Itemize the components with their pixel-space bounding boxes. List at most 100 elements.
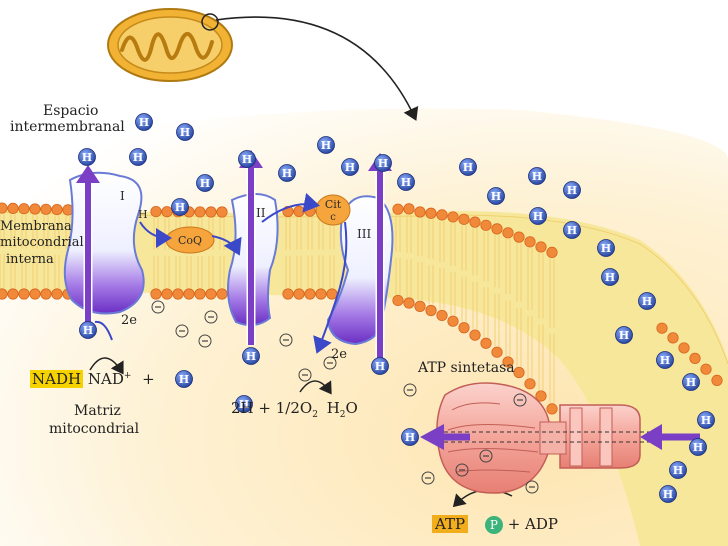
phospholipid-head bbox=[40, 203, 52, 215]
phospholipid-head bbox=[282, 288, 294, 300]
proton-h-label: H bbox=[378, 157, 388, 170]
phospholipid-head bbox=[304, 205, 316, 217]
phospholipid-head bbox=[194, 288, 206, 300]
two-e-label-1: 2e bbox=[121, 313, 137, 328]
plus-adp-label: + ADP bbox=[507, 515, 558, 533]
phospholipid-head bbox=[183, 288, 195, 300]
phospholipid-head bbox=[205, 288, 217, 300]
phospholipid-head bbox=[546, 403, 558, 415]
phospholipid-head bbox=[326, 288, 338, 300]
negative-charge-icon bbox=[479, 449, 493, 463]
proton-h-icon: H bbox=[563, 181, 581, 199]
proton-h-label: H bbox=[179, 373, 189, 386]
phospholipid-head bbox=[447, 211, 459, 223]
phospholipid-head bbox=[0, 202, 8, 214]
plus-h-label: + bbox=[142, 370, 155, 388]
phospholipid-head bbox=[304, 288, 316, 300]
phospholipid-head bbox=[51, 203, 63, 216]
nadh-label: NADH bbox=[30, 370, 84, 388]
nadh-reaction: NADH NAD+ + bbox=[30, 370, 155, 388]
proton-h-label: H bbox=[239, 398, 249, 411]
proton-h-label: H bbox=[567, 224, 577, 237]
proton-h-icon: H bbox=[656, 351, 674, 369]
phospholipid-head bbox=[150, 288, 162, 300]
phospholipid-head bbox=[480, 337, 492, 349]
phospholipid-head bbox=[29, 288, 41, 300]
h2o-subscript: 2 bbox=[339, 410, 346, 420]
phospholipid-head bbox=[0, 288, 8, 300]
negative-charge-icon bbox=[455, 463, 469, 477]
proton-pump-arrows bbox=[76, 150, 392, 362]
proton-h-icon: H bbox=[238, 150, 256, 168]
proton-h-label: H bbox=[139, 116, 149, 129]
phospholipid-head bbox=[425, 207, 437, 219]
proton-h-icon: H bbox=[135, 113, 153, 131]
cit-label-1: Cit bbox=[325, 198, 342, 211]
phospholipid-head bbox=[414, 206, 426, 218]
proton-h-label: H bbox=[180, 126, 190, 139]
phospholipid-head bbox=[480, 219, 492, 231]
phospholipid-head bbox=[524, 236, 536, 248]
proton-h-label: H bbox=[642, 295, 652, 308]
proton-h-label: H bbox=[345, 161, 355, 174]
phospholipid-head bbox=[656, 322, 668, 334]
negative-charge-icon bbox=[279, 333, 293, 347]
proton-h-label: H bbox=[463, 161, 473, 174]
o2-subscript: 2 bbox=[312, 410, 318, 420]
phospholipid-head bbox=[29, 203, 41, 215]
phospholipid-head bbox=[678, 342, 690, 354]
phospholipid-head bbox=[436, 309, 448, 322]
proton-h-label: H bbox=[491, 190, 501, 203]
phospholipid-head bbox=[535, 390, 547, 402]
proton-h-icon: H bbox=[563, 221, 581, 239]
proton-h-label: H bbox=[242, 153, 252, 166]
proton-h-label: H bbox=[686, 376, 696, 389]
complex-ii-label: II bbox=[256, 206, 266, 220]
coenzyme-q: CoQ bbox=[165, 226, 215, 254]
membrana-label-2: mitocondrial bbox=[0, 235, 84, 250]
membrana-label-1: Membrana bbox=[0, 219, 72, 234]
phospholipid-head bbox=[392, 203, 404, 215]
proton-h-icon: H bbox=[528, 167, 546, 185]
phospholipid-head bbox=[150, 205, 162, 218]
proton-h-icon: H bbox=[669, 461, 687, 479]
proton-h-label: H bbox=[619, 329, 629, 342]
atp-synthase bbox=[420, 382, 700, 494]
membrana-label-3: interna bbox=[6, 252, 54, 267]
electron-flow bbox=[94, 192, 348, 354]
phospholipid-head bbox=[700, 363, 712, 375]
phospholipid-head bbox=[205, 206, 217, 218]
phospholipid-head bbox=[469, 216, 481, 228]
phospholipid-heads-bottom bbox=[0, 288, 558, 415]
proton-h-label: H bbox=[405, 431, 415, 444]
inner-membrane bbox=[0, 202, 728, 546]
two-h-label: 2H bbox=[231, 399, 254, 417]
complex-i-label: I bbox=[120, 189, 125, 203]
atp-reaction: ATP P + ADP bbox=[432, 515, 558, 534]
phospholipid-head bbox=[458, 213, 470, 225]
phospholipid-head bbox=[216, 288, 228, 300]
water-reaction: 2H + 1/2O2 H2O bbox=[231, 399, 358, 420]
phospholipid-head bbox=[161, 288, 173, 300]
proton-h-icon: H bbox=[176, 123, 194, 141]
atp-label: ATP bbox=[432, 515, 469, 533]
phospholipid-head bbox=[491, 346, 503, 358]
proton-h-label: H bbox=[83, 324, 93, 337]
phosphate-badge: P bbox=[484, 516, 503, 534]
proton-h-icon: H bbox=[615, 326, 633, 344]
phospholipid-head bbox=[40, 288, 52, 300]
matriz-label-1: Matriz bbox=[74, 403, 121, 419]
phospholipid-head bbox=[216, 206, 228, 218]
proton-h-label: H bbox=[200, 177, 210, 190]
h2o-label-o: O bbox=[345, 399, 358, 417]
phospholipid-head bbox=[513, 366, 525, 379]
phospholipid-head bbox=[524, 378, 536, 390]
proton-h-label: H bbox=[533, 210, 543, 223]
negative-charge-icon bbox=[298, 368, 312, 382]
h2o-label-h: H bbox=[326, 399, 340, 417]
phospholipid-head bbox=[502, 227, 514, 239]
proton-h-label: H bbox=[82, 151, 92, 164]
proton-h-label: H bbox=[605, 271, 615, 284]
